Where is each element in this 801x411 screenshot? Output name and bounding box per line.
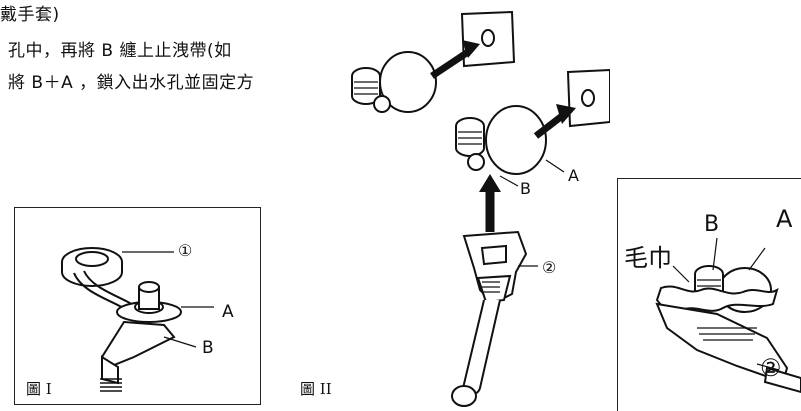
wall-plate-top — [460, 10, 516, 68]
wrench-closeup — [655, 302, 801, 394]
figure-3-drawing — [655, 237, 801, 394]
figure-1-frame — [14, 207, 261, 405]
figure-1-label-1: ① — [178, 241, 193, 260]
figure-3-label-a: A — [776, 205, 793, 233]
figure-2-label-a: A — [568, 166, 579, 185]
instruction-line-1: 戴手套) — [0, 5, 60, 25]
figure-3-frame — [617, 178, 801, 411]
figure-2-label-b: B — [520, 179, 531, 198]
instruction-line-3: 將 B＋A ，鎖入出水孔並固定方 — [8, 73, 255, 93]
figure-2-caption: 圖 II — [300, 380, 332, 398]
fitting-top — [351, 51, 437, 113]
wrench-drawing — [451, 230, 528, 407]
figure-3-label-towel: 毛巾 — [624, 244, 672, 272]
figure-3-label-b: B — [704, 212, 720, 237]
fitting-a-b — [455, 105, 547, 175]
figure-1-label-a: A — [222, 302, 234, 322]
instruction-line-2: 孔中，再將 B 纏上止洩帶(如 — [8, 41, 232, 61]
wall-plate-right — [566, 68, 610, 128]
figure-1-caption: 圖 I — [26, 380, 52, 398]
figure-2-label-2: ② — [542, 258, 557, 277]
figure-2-drawing — [351, 10, 610, 407]
figure-3-label-2: ② — [760, 354, 782, 382]
part-a-fitting — [116, 281, 182, 323]
figure-1-label-b: B — [202, 338, 214, 358]
arrow-right — [533, 113, 565, 139]
arrow-top — [430, 49, 470, 79]
figure-1-drawing — [61, 247, 214, 392]
part-b-fitting — [100, 320, 176, 392]
